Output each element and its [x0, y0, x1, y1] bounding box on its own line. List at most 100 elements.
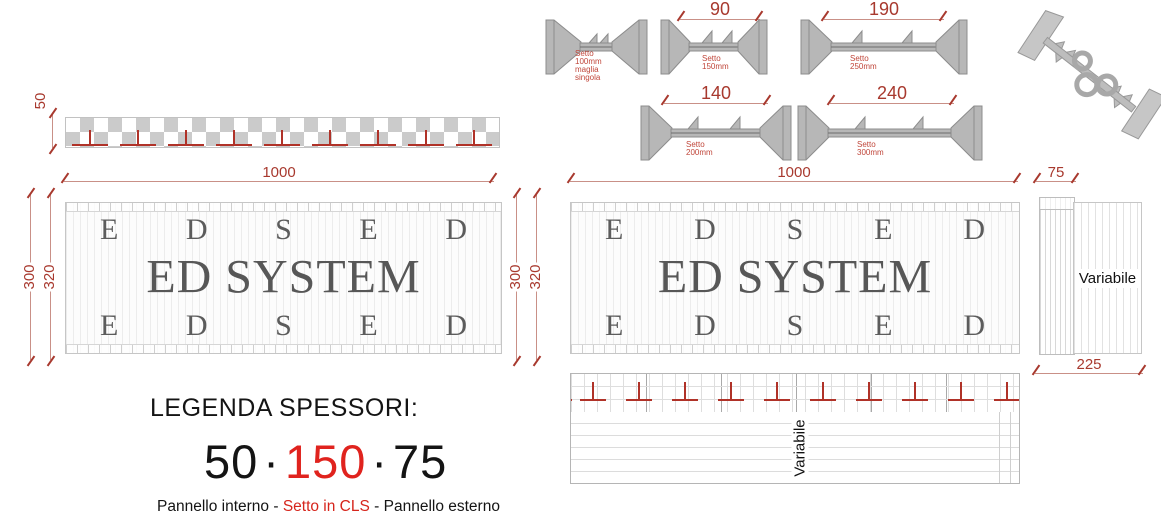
- dim-line: [570, 181, 1018, 182]
- dim-value: 240: [873, 84, 911, 102]
- legend-dot: ·: [371, 435, 389, 488]
- panel-letter: S: [786, 213, 804, 246]
- dim-line: [680, 19, 760, 20]
- letter-row-top: E D S E D: [571, 213, 1019, 247]
- fin: [850, 29, 863, 44]
- dim-profile-90: 90: [680, 0, 760, 22]
- panel-letter: D: [185, 213, 208, 246]
- dim-value: 1000: [774, 165, 814, 180]
- letter-row-top: E D S E D: [66, 213, 501, 247]
- dim-side-strip-width: 75: [1036, 165, 1076, 184]
- panel-letter: E: [605, 309, 624, 342]
- panel-letter: D: [963, 309, 985, 342]
- side-strip-elevation: [1039, 197, 1075, 355]
- profile-setto-250: Setto 250mm: [800, 17, 968, 77]
- caption-separator: -: [269, 498, 283, 515]
- dim-panel-left-heights: 300 320: [21, 194, 66, 360]
- tie-marks-base-overlay: [571, 399, 1019, 401]
- dim-line: [1036, 181, 1076, 182]
- tooth: [1113, 97, 1122, 109]
- dim-panel-left-width: 1000: [64, 165, 494, 184]
- dim-line: [664, 103, 768, 104]
- left-plate: [640, 105, 673, 161]
- tooth: [1054, 41, 1066, 50]
- right-plate: [935, 19, 968, 75]
- dim-line: [64, 181, 494, 182]
- profile-setto-150: Setto 150mm: [660, 17, 768, 77]
- panel-letter: D: [445, 213, 467, 246]
- profile-setto-200: Setto 200mm: [640, 103, 792, 163]
- fin: [700, 29, 713, 44]
- profile-drawing: [800, 19, 968, 75]
- panel-right-elevation: E D S E D ED SYSTEM E D S E D: [570, 202, 1020, 354]
- dim-value-300: 300: [507, 262, 524, 292]
- right-plate: [737, 19, 768, 75]
- letter-row-bottom: E D S E D: [571, 309, 1019, 343]
- setto-label: Setto 250mm: [850, 54, 877, 71]
- dim-side-panel-225: 225: [1035, 357, 1143, 376]
- fin: [853, 115, 866, 130]
- panel-letter: E: [100, 213, 119, 246]
- left-plate: [797, 105, 830, 161]
- profile-drawing: [797, 105, 983, 161]
- profile-setto-300: Setto 300mm: [797, 103, 983, 163]
- panel-letter: E: [874, 309, 893, 342]
- fin: [720, 29, 733, 44]
- ring: [1095, 73, 1119, 97]
- right-plate: [759, 105, 792, 161]
- caption-setto-cls: Setto in CLS: [282, 498, 370, 515]
- dim-value: 140: [697, 84, 735, 102]
- dim-value: 225: [1073, 357, 1105, 372]
- dim-strip-thickness-value: 50: [32, 90, 49, 112]
- panel-title: ED SYSTEM: [146, 250, 421, 304]
- right-plate: [611, 19, 648, 75]
- crenellation-bottom: [571, 344, 1019, 353]
- fin: [900, 29, 913, 44]
- panel-letter: D: [694, 213, 716, 246]
- dim-value: 90: [706, 0, 734, 18]
- variable-label: Variabile: [1076, 268, 1139, 288]
- tooth: [1065, 49, 1077, 58]
- legend-title: LEGENDA SPESSORI:: [150, 394, 419, 422]
- dim-value-320: 320: [527, 262, 544, 292]
- dim-line: [52, 114, 53, 148]
- tooth: [1055, 51, 1063, 63]
- letter-row-bottom: E D S E D: [66, 309, 501, 343]
- panel-letter: D: [185, 309, 208, 342]
- dim-panel-right-width: 1000: [570, 165, 1018, 184]
- end-plate: [1017, 10, 1065, 62]
- fin: [587, 32, 598, 44]
- dim-value: 190: [865, 0, 903, 18]
- bottom-plan-variable-label: Variabile: [791, 416, 809, 479]
- dim-value: 75: [1044, 165, 1068, 180]
- end-plate: [1120, 88, 1161, 140]
- edge-column: [999, 412, 1011, 483]
- fin: [728, 115, 741, 130]
- panel-letter: D: [694, 309, 716, 342]
- profile-drawing: [640, 105, 792, 161]
- legend-value-50: 50: [204, 435, 259, 488]
- dim-profile-140: 140: [664, 84, 768, 106]
- dim-value: 1000: [259, 165, 299, 180]
- dim-line: [830, 103, 954, 104]
- side-strip-cap: [1040, 198, 1074, 210]
- panel-plan-strip: [65, 117, 500, 148]
- left-plate: [660, 19, 691, 75]
- crenellation-top: [571, 203, 1019, 212]
- panel-left-elevation: E D S E D ED SYSTEM E D S E D: [65, 202, 502, 354]
- dim-strip-thickness: [46, 114, 90, 148]
- caption-separator: -: [369, 498, 384, 515]
- dim-profile-240: 240: [830, 84, 954, 106]
- legend-value-150: 150: [284, 435, 367, 488]
- panel-letter: D: [963, 213, 985, 246]
- crenellation-top: [66, 203, 501, 212]
- caption-pannello-interno: Pannello interno: [157, 498, 270, 515]
- tie-marks-vertical-overlay: [66, 130, 499, 145]
- profile-setto-100: Setto 100mm maglia singola: [545, 17, 648, 82]
- dim-value-320: 320: [41, 262, 58, 292]
- fin: [911, 115, 924, 130]
- tie-connector-3d-view: [1017, 10, 1161, 140]
- dim-value-300: 300: [21, 262, 38, 292]
- tie-marks-vertical-overlay: [571, 382, 1019, 400]
